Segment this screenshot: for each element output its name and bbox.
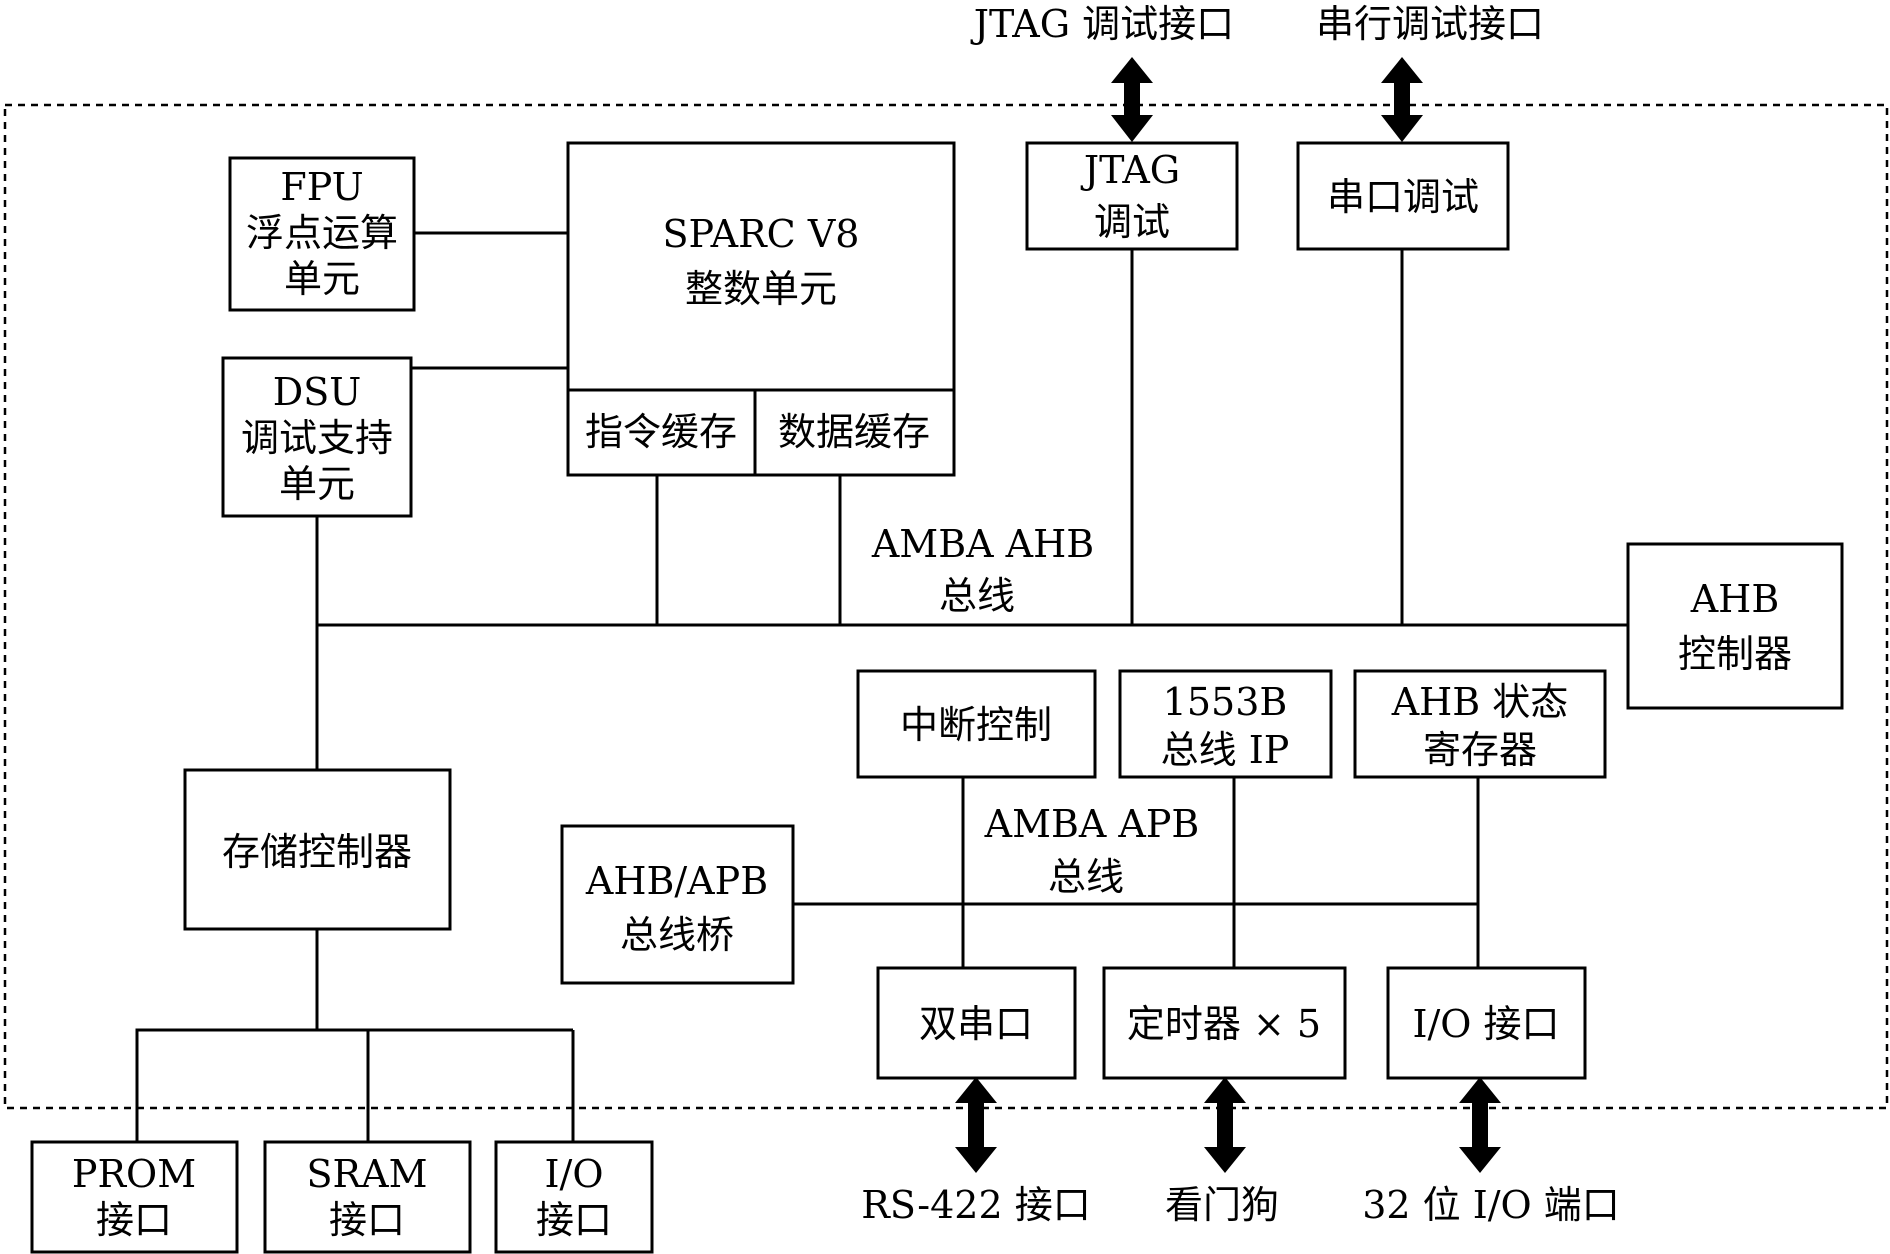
io32-port-label: 32 位 I/O 端口 [1362,1183,1620,1227]
io-interface-block: I/O 接口 [1386,966,1587,1080]
memctrl-prom-link [135,929,319,1142]
dcache-block: 数据缓存 [753,388,956,477]
connections [135,231,1628,1142]
ahb-bus-label: AMBA AHB [871,522,1094,566]
ip1553-label: 1553B [1163,680,1288,724]
irq-controller-block: 中断控制 [856,669,1097,779]
io-interface-label: I/O 接口 [1412,1002,1559,1046]
uart-block: 双串口 [876,966,1077,1080]
prom-interface-block: PROM 接口 [30,1140,239,1254]
memory-controller-label: 存储控制器 [222,830,412,874]
apb-bus-label-line2: 总线 [1048,855,1124,899]
apb-bus-label: AMBA APB [984,802,1200,846]
fpu-label: FPU [280,165,363,209]
serial-port-label: 串行调试接口 [1316,2,1544,46]
fpu-label-line3: 单元 [284,257,360,301]
sparc-label: SPARC V8 [663,212,860,256]
dsu-block: DSU 调试支持 单元 [221,356,413,518]
serial-debug-block: 串口调试 [1296,141,1510,251]
watchdog-label: 看门狗 [1165,1183,1279,1227]
fpu-block: FPU 浮点运算 单元 [228,156,416,312]
jtag-label-line2: 调试 [1094,200,1170,244]
dsu-label-line3: 单元 [279,462,355,506]
timer-label: 定时器 × 5 [1127,1002,1321,1046]
io-memory-interface-label: I/O [545,1152,604,1196]
rs422-double-arrow [955,1077,997,1173]
dsu-label-line2: 调试支持 [241,416,393,460]
ahb-status-label: AHB 状态 [1391,680,1569,724]
dcache-label: 数据缓存 [778,410,930,454]
sram-interface-block: SRAM 接口 [263,1140,472,1254]
ahb-apb-bridge-block: AHB/APB 总线桥 [560,824,795,985]
sram-interface-label: SRAM [307,1152,428,1196]
rs422-port-label: RS-422 接口 [861,1183,1091,1227]
io-memory-interface-block: I/O 接口 [494,1140,654,1254]
ahb-status-label-line2: 寄存器 [1423,728,1537,772]
jtag-block: JTAG 调试 [1025,141,1239,251]
prom-interface-label-line2: 接口 [96,1198,172,1242]
watchdog-double-arrow [1204,1077,1246,1173]
serial-debug-label: 串口调试 [1327,175,1479,219]
ahb-controller-label: AHB [1690,577,1780,621]
fpu-label-line2: 浮点运算 [246,211,398,255]
jtag-port-label: JTAG 调试接口 [970,2,1234,46]
sram-interface-label-line2: 接口 [329,1198,405,1242]
jtag-double-arrow [1111,57,1153,142]
ip1553-label-line2: 总线 IP [1161,728,1290,772]
ip1553-block: 1553B 总线 IP [1118,669,1333,779]
ahb-apb-bridge-label: AHB/APB [585,859,768,903]
memory-controller-block: 存储控制器 [183,768,452,931]
io-arrows [955,57,1501,1173]
sparc-label-line2: 整数单元 [685,267,837,311]
serial-double-arrow [1381,57,1423,142]
ahb-status-block: AHB 状态 寄存器 [1353,669,1607,779]
chip-boundary [3,103,1889,1110]
dsu-label: DSU [273,370,362,414]
prom-interface-label: PROM [72,1152,196,1196]
io32-double-arrow [1459,1077,1501,1173]
timer-block: 定时器 × 5 [1102,966,1347,1080]
io-memory-interface-label-line2: 接口 [536,1198,612,1242]
ahb-controller-label-line2: 控制器 [1678,632,1792,676]
irq-controller-label: 中断控制 [900,703,1052,747]
ahb-controller-block: AHB 控制器 [1626,542,1844,710]
ahb-bus-label-line2: 总线 [939,574,1015,618]
jtag-label: JTAG [1080,148,1180,192]
icache-block: 指令缓存 [566,388,757,477]
uart-label: 双串口 [919,1002,1033,1046]
icache-label: 指令缓存 [585,410,737,454]
ahb-apb-bridge-label-line2: 总线桥 [620,913,734,957]
sparc-block: SPARC V8 整数单元 [566,141,956,392]
